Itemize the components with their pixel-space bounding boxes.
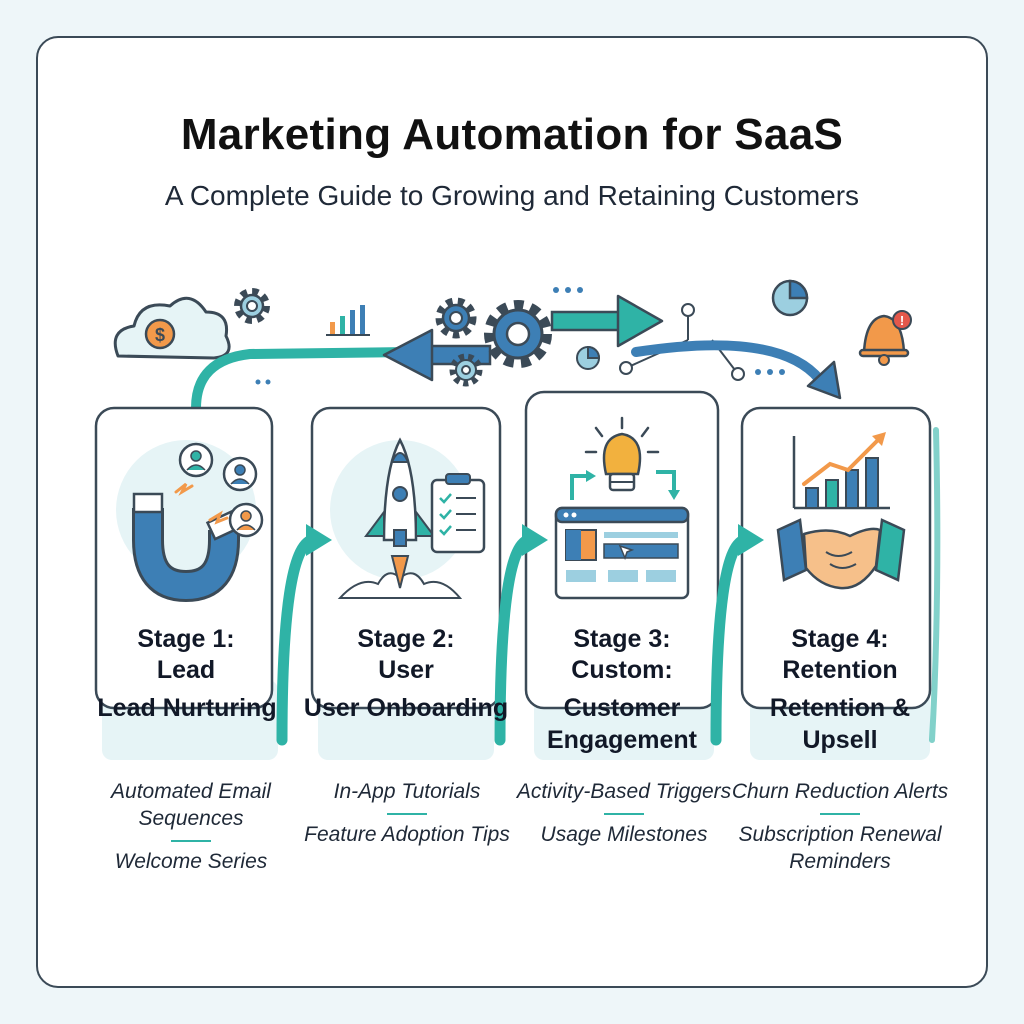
stage-3-label: Stage 3: Custom: [522,624,722,686]
stage-4-short-name: Retention [782,656,898,684]
stage-3-tactics: Activity-Based Triggers Usage Milestones [509,778,739,848]
stage-1-tactics: Automated Email Sequences Welcome Series [76,778,306,875]
stage-1-name-line1: Lead [97,694,156,722]
page-title: Marketing Automation for SaaS [180,110,844,159]
stage-2-short-name: User [378,656,434,684]
stage-2-label: Stage 2: User [306,624,506,686]
checklist-icon [430,473,486,554]
bar-chart-icon [326,305,370,336]
person-avatar-icon [222,456,258,492]
dots-decoration [255,287,785,385]
gear-icon [484,300,552,368]
lightbulb-icon [570,416,680,500]
gear-icon [234,288,270,324]
stage-2-tactics: In-App Tutorials Feature Adoption Tips [292,778,522,848]
gear-icon [435,297,477,339]
stage-4-name: Retention & Upsell [735,692,945,756]
tactic-divider [820,813,860,815]
growth-chart-icon [792,432,890,510]
stage-connector-arrow [276,524,332,746]
tactic-divider [604,813,644,815]
gear-icon [449,353,483,387]
person-avatar-icon [228,502,264,538]
tactic-item: Welcome Series [114,850,268,873]
tactic-divider [387,813,427,815]
stage-3-number: Stage 3: [573,625,671,653]
stage-4-label: Stage 4: Retention [740,624,940,686]
stage-1-name: Lead Nurturing [82,692,292,724]
stage-3-short-name: Custom: [571,656,673,684]
stage-2-name-line2: Onboarding [366,694,509,722]
stage-4-tactics: Churn Reduction Alerts Subscription Rene… [725,778,955,875]
handshake-icon [776,518,906,590]
stage-4-name-line1: Retention [769,694,886,722]
stage-connector-arrow [710,524,764,746]
tactic-item: Automated Email Sequences [111,780,271,830]
svg-text:!: ! [900,313,904,328]
tactic-item: Churn Reduction Alerts [731,780,949,803]
pie-chart-icon [576,345,601,370]
stage-3-name: Customer Engagement [517,692,727,756]
stage-1-short-name: Lead [156,656,216,684]
svg-text:$: $ [155,325,165,345]
cloud-dollar-icon: $ [113,296,231,360]
tactic-item: Activity-Based Triggers [516,780,732,803]
stage-4-number: Stage 4: [791,625,889,653]
stage-2-name: User Onboarding [301,692,511,724]
stage-1-number: Stage 1: [137,625,235,653]
page-subtitle: A Complete Guide to Growing and Retainin… [164,180,860,211]
tactic-divider [171,840,211,842]
stage-3-name-line1: Customer [563,694,681,722]
arrow-right-icon [550,294,664,348]
tactic-item: Feature Adoption Tips [304,823,510,846]
stage-2-number: Stage 2: [357,625,455,653]
pie-chart-icon [771,279,809,317]
person-avatar-icon [178,442,214,478]
tactic-item: In-App Tutorials [333,780,481,803]
magnet-icon [116,440,256,603]
stage-1-label: Stage 1: Lead [86,624,286,686]
tactic-item: Usage Milestones [540,823,708,846]
stage-4-name-line2: & Upsell [802,694,911,754]
stage-2-name-line1: User [303,694,360,722]
tactic-item: Subscription Renewal Reminders [738,823,942,873]
dashboard-window-icon [554,506,690,600]
stage-connector-arrow [494,524,548,746]
bell-icon: ! [858,310,912,366]
stage-1-name-line2: Nurturing [162,694,277,722]
stage-3-name-line2: Engagement [546,726,698,754]
